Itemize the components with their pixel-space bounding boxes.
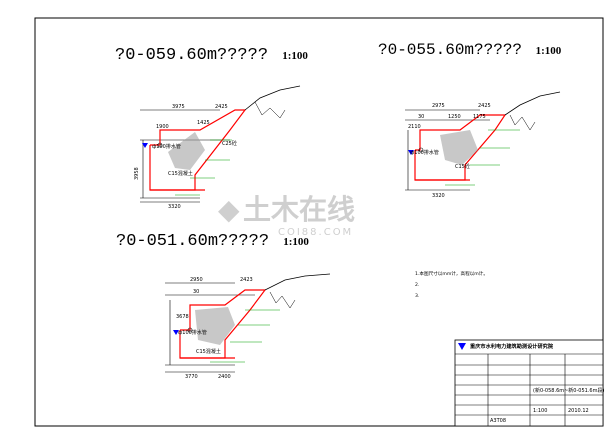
section-title-text: ?0-055.60m????? <box>378 41 523 59</box>
dim-text: 2425 <box>215 104 228 110</box>
title-block-drawing-name: (新0-058.6m~新0-051.6m段) <box>533 388 605 394</box>
dim-text: 3678 <box>176 314 189 320</box>
section-title-text: ?0-051.60m????? <box>116 232 270 251</box>
watermark-cn: 土木在线 <box>243 193 356 226</box>
rockfill-hatch <box>440 130 478 165</box>
watermark-en: COI88.COM <box>278 227 354 238</box>
section-label: ф100排水管 <box>152 143 181 150</box>
water-level-arrow <box>173 330 179 335</box>
dim-text: 3320 <box>168 204 181 210</box>
terrain-line <box>504 91 561 116</box>
dim-text: 30 <box>193 289 199 295</box>
terrain-line <box>264 273 331 291</box>
dim-text: 2400 <box>218 374 231 380</box>
dim-text: 1425 <box>197 120 210 126</box>
dim-text: 2423 <box>240 277 253 283</box>
section-label: C15混凝土 <box>168 170 193 177</box>
section-1: 3975 2425 1900 1425 3320 3958 ф100排水管 C2… <box>134 85 301 210</box>
note-line: 2. <box>415 282 419 288</box>
section-label: C15混凝土 <box>196 348 221 355</box>
section-title-scale: 1:100 <box>283 236 309 248</box>
section-title-3: ?0-051.60m????? 1:100 <box>116 233 309 250</box>
dim-text: 3958 <box>134 167 140 180</box>
section-label: ф100排水管 <box>178 329 207 336</box>
section-label: C25砼 <box>222 140 237 147</box>
dim-text: 1900 <box>156 124 169 130</box>
dim-text: 1250 <box>448 114 461 120</box>
dim-text: 3770 <box>185 374 198 380</box>
drain-pipe-symbol <box>157 142 163 148</box>
dim-text: 2425 <box>478 103 491 109</box>
section-3: 2950 2423 30 3678 3770 2400 ф100排水管 C15混… <box>165 273 331 380</box>
terrain-line <box>244 85 301 111</box>
general-notes: 1.本图尺寸以mm计，高程以m计。 2. 3. <box>415 270 488 299</box>
rockfill-hatch <box>168 132 205 170</box>
section-title-2: ?0-055.60m????? 1:100 <box>378 42 561 58</box>
dim-text: 3320 <box>432 193 445 199</box>
dim-text: 1175 <box>473 114 486 120</box>
slope-hatch <box>269 291 296 309</box>
title-block-drawing-no: A3T08 <box>490 418 507 424</box>
water-level-arrow <box>408 150 414 155</box>
title-block-scale: 1:100 <box>533 408 548 414</box>
title-block-date: 2010.12 <box>568 408 589 414</box>
title-block <box>454 339 604 427</box>
dim-text: 2950 <box>190 277 203 283</box>
water-level-arrow <box>142 143 148 148</box>
slope-hatch <box>254 101 286 119</box>
dim-text: 2110 <box>408 124 421 130</box>
section-label: ф100排水管 <box>410 149 439 156</box>
section-title-scale: 1:100 <box>282 50 308 62</box>
drain-pipe-symbol <box>187 327 193 333</box>
institute-logo <box>458 343 466 350</box>
rockfill-hatch <box>195 307 235 345</box>
title-block-institute: 重庆市水利电力建筑勘测设计研究院 <box>470 344 554 350</box>
dim-text: 30 <box>418 114 424 120</box>
watermark-logo-icon: ◆ <box>218 194 240 225</box>
drain-pipe-symbol <box>418 147 424 153</box>
note-line: 3. <box>415 293 419 299</box>
title-block-frame <box>454 339 604 427</box>
slope-hatch <box>509 114 536 131</box>
section-title-1: ?0-059.60m????? 1:100 <box>115 47 308 64</box>
drawing-frame <box>34 17 604 427</box>
section-label: C15砼 <box>455 163 470 170</box>
section-2: 2975 2425 30 1250 1175 2110 3320 ф100排水管… <box>405 91 561 199</box>
section-title-text: ?0-059.60m????? <box>115 46 269 65</box>
note-line: 1.本图尺寸以mm计，高程以m计。 <box>415 270 488 277</box>
dim-text: 2975 <box>432 103 445 109</box>
section-title-scale: 1:100 <box>535 45 562 57</box>
dim-text: 3975 <box>172 104 185 110</box>
